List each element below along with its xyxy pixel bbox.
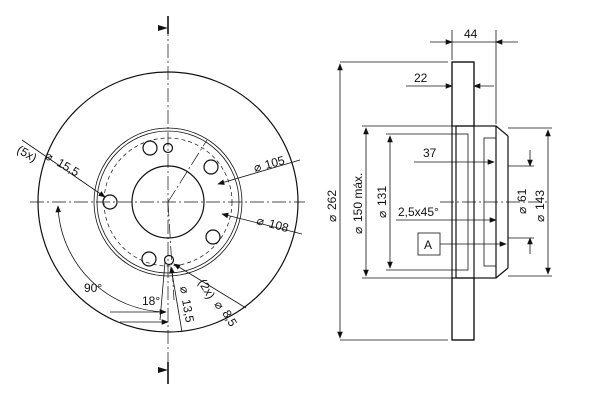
dimension-262: 262 xyxy=(325,190,339,210)
leader-line xyxy=(169,266,183,333)
bolt-count-label: (2x) xyxy=(195,277,217,302)
angle-leg xyxy=(159,261,166,321)
leader-line xyxy=(221,212,303,235)
hub-chamfer-top xyxy=(495,125,509,137)
dimension-143: 143 xyxy=(533,190,547,210)
leader-line xyxy=(173,263,247,309)
chamfer-label: 2,5x45° xyxy=(398,205,439,219)
bolt-hole xyxy=(141,251,157,267)
diameter-symbol: ⌀ xyxy=(533,215,547,222)
diameter-symbol: ⌀ xyxy=(325,215,339,222)
angle-18-label: 18° xyxy=(142,294,160,308)
dimension-44: 44 xyxy=(464,27,478,41)
datum-label: A xyxy=(424,238,432,252)
ring-section-bottom xyxy=(451,277,475,341)
radial-centerline xyxy=(167,201,175,301)
diameter-symbol: ⌀ xyxy=(252,160,263,175)
bolt-hole xyxy=(203,159,219,175)
small-hole xyxy=(162,142,174,154)
dimension-22: 22 xyxy=(414,71,428,85)
side-view: 44 22 37 2,5x45° A ⌀ 262 ⌀ 150 máx. ⌀ 13… xyxy=(325,27,552,341)
diameter-symbol: ⌀ xyxy=(211,299,227,312)
diameter-symbol: ⌀ xyxy=(255,213,266,228)
radial-centerline xyxy=(167,139,208,203)
top-arrow xyxy=(158,25,168,31)
diameter-symbol: ⌀ xyxy=(515,207,529,214)
diameter-symbol: ⌀ xyxy=(177,285,192,295)
dimension-150-max: 150 máx. xyxy=(351,173,365,222)
hole-diameter-value: 15,5 xyxy=(55,155,83,179)
angle-arc-90 xyxy=(55,205,167,315)
holes-count-label: (5x) xyxy=(15,142,40,164)
dimension-105: 105 xyxy=(263,153,286,172)
dimension-61: 61 xyxy=(515,188,529,202)
leader-line xyxy=(217,159,301,185)
dimension-37: 37 xyxy=(423,146,437,160)
small-hole xyxy=(163,254,175,266)
bolt-hole xyxy=(142,140,158,156)
leader-line xyxy=(21,139,106,198)
bolt-hole xyxy=(205,229,221,245)
angle-90-label: 90° xyxy=(84,281,102,295)
diameter-symbol: ⌀ xyxy=(351,227,365,234)
datum-box xyxy=(417,232,441,256)
bolt-diameter-value: 8,5 xyxy=(219,308,240,330)
dimension-13-5: 13,5 xyxy=(179,298,197,324)
front-view: (5x) ⌀ 15,5 ⌀ 105 ⌀ 108 90° 18° (2x) ⌀ 8… xyxy=(15,16,305,384)
hub-chamfer-bottom xyxy=(495,267,509,279)
dimension-131: 131 xyxy=(375,186,389,206)
bottom-arrow xyxy=(158,367,168,373)
ring-section-top xyxy=(451,61,475,127)
diameter-symbol: ⌀ xyxy=(375,211,389,218)
dimension-108: 108 xyxy=(267,216,290,235)
